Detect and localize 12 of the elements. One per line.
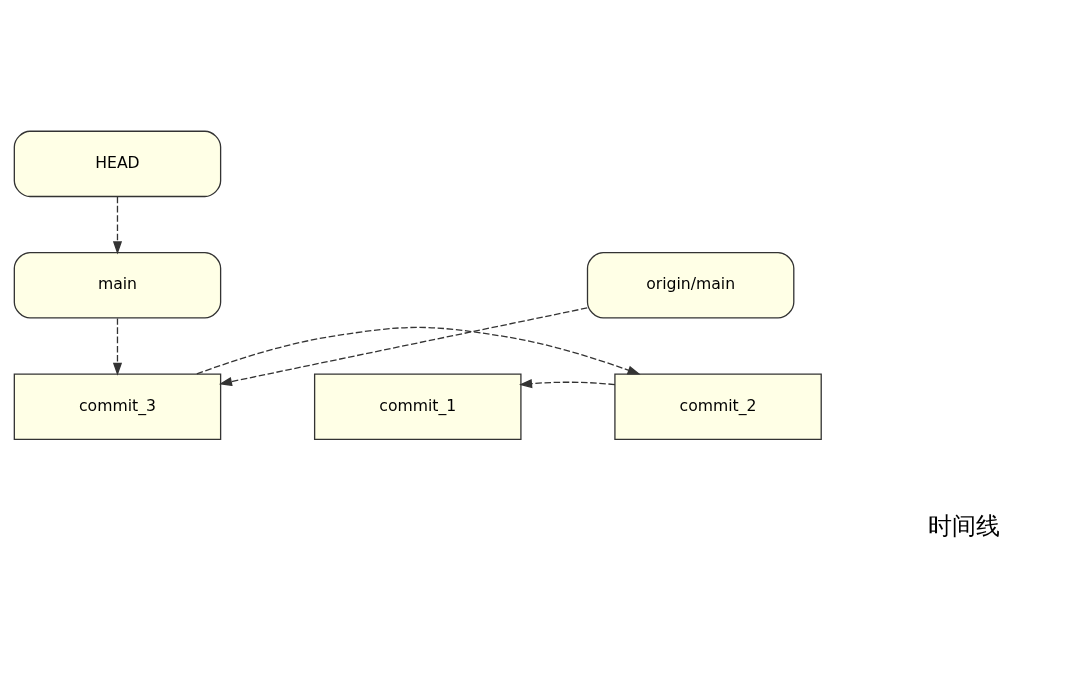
arrow [196,326,641,375]
node-box: main [13,251,222,319]
node-box: HEAD [13,130,222,197]
node-box: commit_3 [13,372,222,440]
node-box: commit_1 [313,372,522,440]
label: 时间线 [927,511,1000,540]
arrow [112,195,123,254]
node-box: origin/main [586,251,795,319]
arrow [112,317,123,376]
arrow [218,306,588,386]
node-box: commit_2 [614,372,822,440]
arrow [519,378,616,388]
